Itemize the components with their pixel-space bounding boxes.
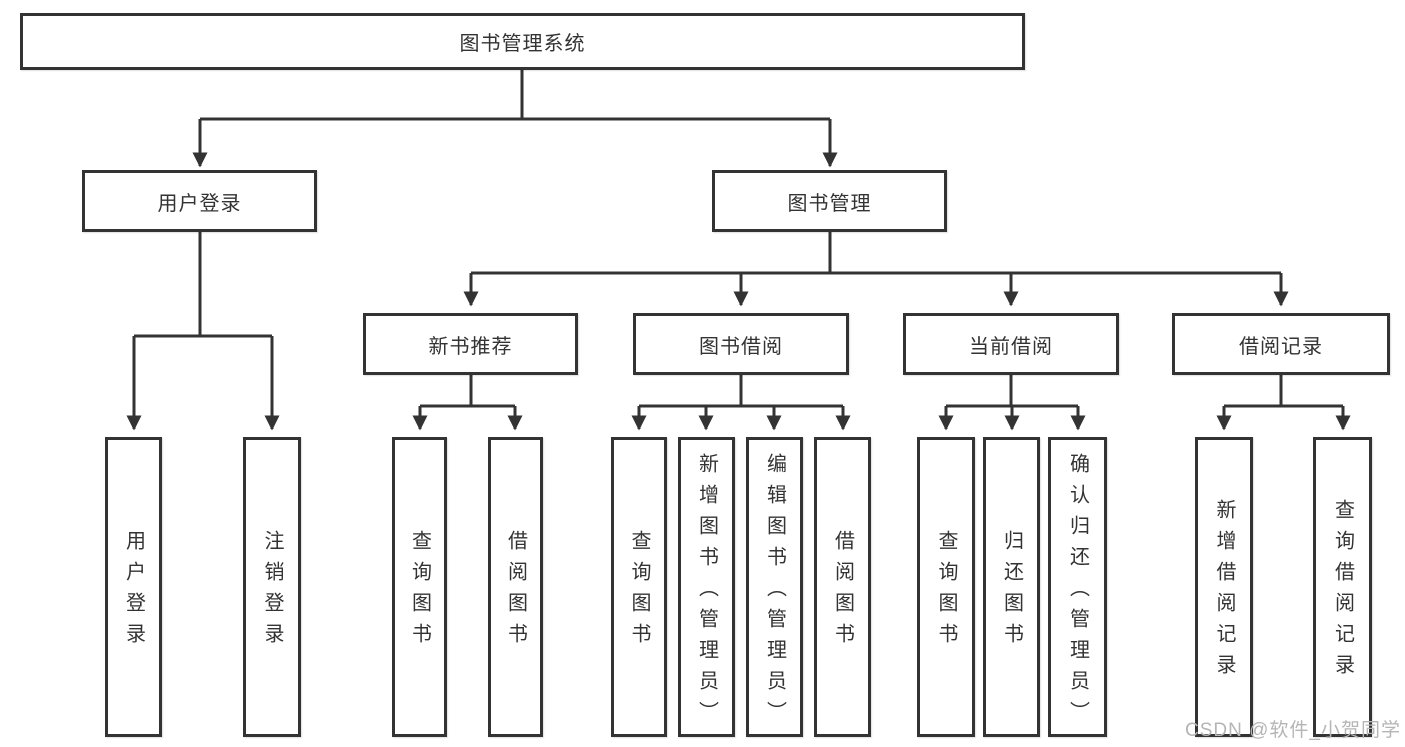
- leaf-query-books-recommend: 查询图书: [392, 437, 447, 737]
- node-book-borrow: 图书借阅: [633, 313, 849, 375]
- leaf-query-books-current: 查询图书: [917, 437, 975, 737]
- csdn-watermark: CSDN @软件_小贺同学: [1185, 720, 1401, 741]
- leaf-confirm-return-admin: 确认归还（管理员）: [1048, 437, 1107, 737]
- leaf-edit-books-admin: 编辑图书（管理员）: [746, 437, 803, 737]
- leaf-borrow-books: 借阅图书: [814, 437, 871, 737]
- node-library-management-system: 图书管理系统: [20, 13, 1025, 70]
- node-current-borrow: 当前借阅: [903, 313, 1119, 375]
- leaf-logout: 注销登录: [243, 437, 301, 737]
- node-borrow-records: 借阅记录: [1172, 313, 1390, 375]
- leaf-borrow-books-recommend: 借阅图书: [488, 437, 543, 737]
- leaf-return-books: 归还图书: [983, 437, 1040, 737]
- leaf-add-borrow-record: 新增借阅记录: [1195, 437, 1253, 737]
- leaf-query-borrow-record: 查询借阅记录: [1313, 437, 1372, 737]
- node-user-login: 用户登录: [82, 170, 317, 232]
- leaf-add-books-admin: 新增图书（管理员）: [678, 437, 735, 737]
- node-new-book-recommend: 新书推荐: [363, 313, 578, 375]
- leaf-query-books-borrow: 查询图书: [611, 437, 667, 737]
- node-book-management: 图书管理: [712, 170, 947, 232]
- leaf-user-login: 用户登录: [105, 437, 162, 737]
